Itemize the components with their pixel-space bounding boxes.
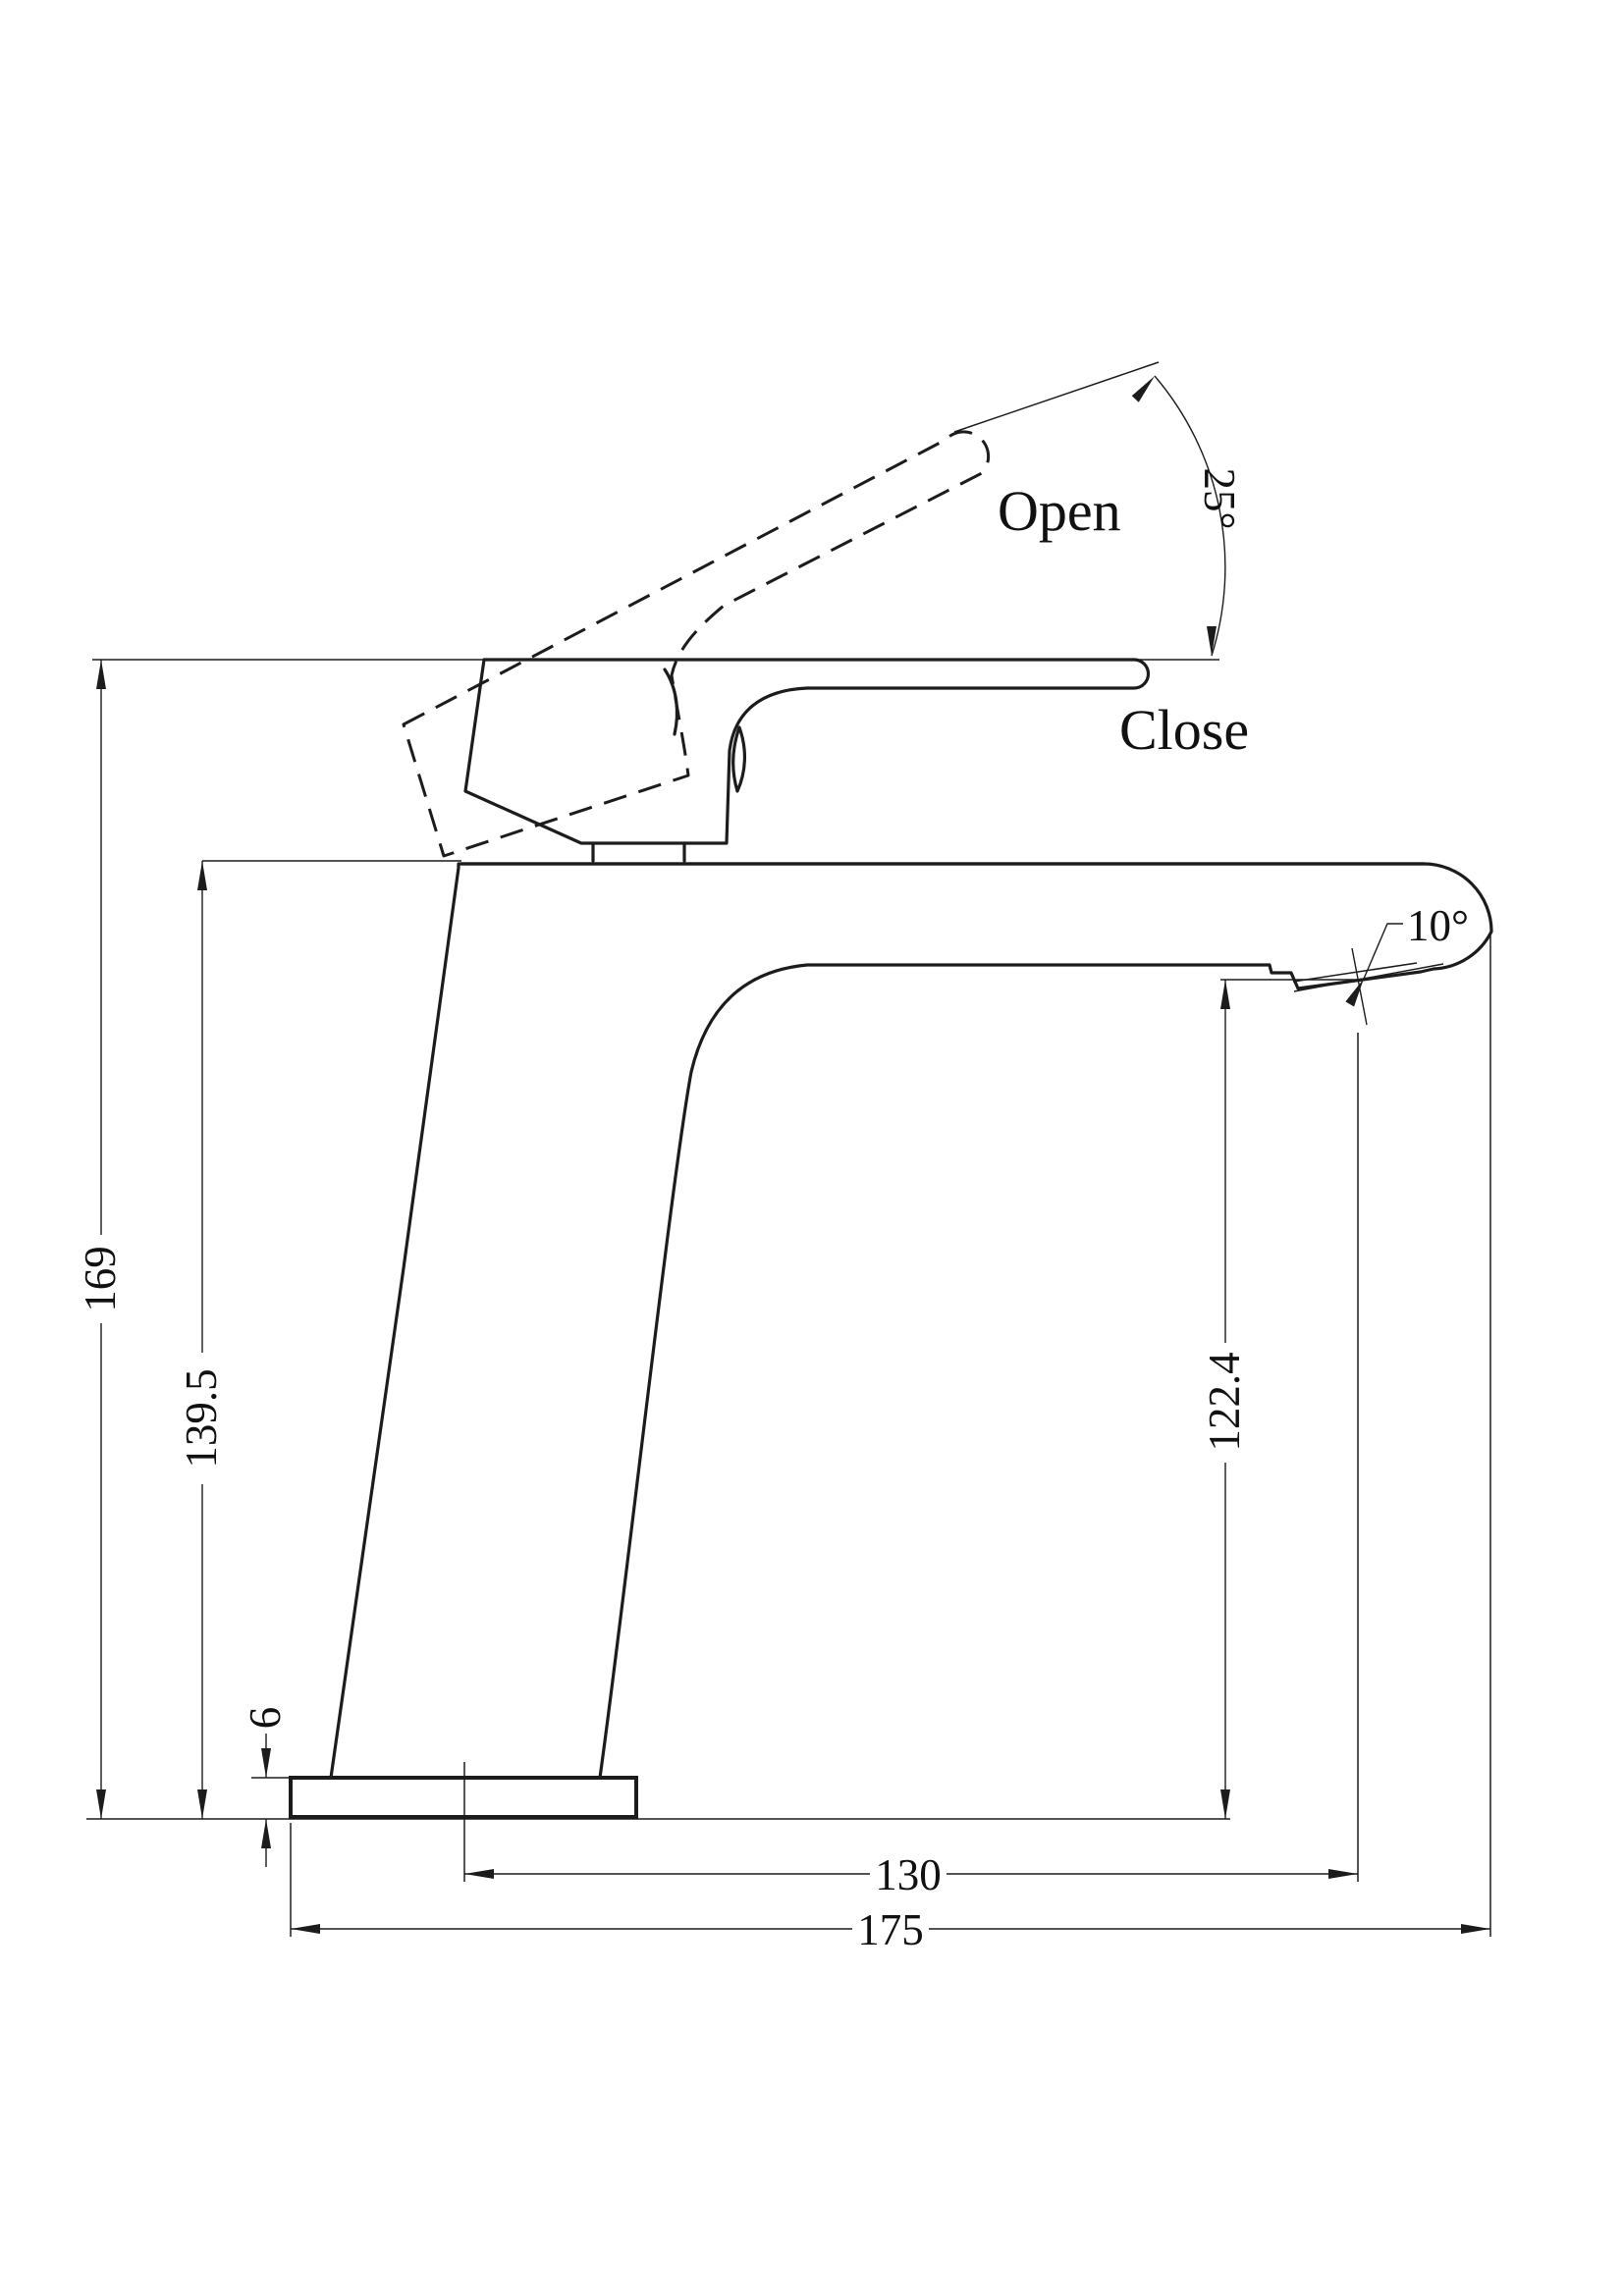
angle-10-value: 10° [1407, 901, 1469, 950]
handle-closed [463, 658, 1151, 845]
angle-dim-25: 25° [1131, 375, 1244, 657]
handle-open [402, 430, 991, 858]
faucet-body [329, 841, 1493, 1780]
outlet-angle-arrow [1345, 979, 1365, 1007]
dim-130-arrow-right [1328, 1869, 1358, 1879]
angle-arc-25 [1154, 375, 1226, 657]
dim-139-5-arrow-bottom [197, 1789, 207, 1819]
dim-130: 130 [464, 1850, 1358, 1899]
dim-6-arrow-down [261, 1748, 271, 1778]
dim-175-value: 175 [857, 1905, 924, 1954]
dim-122-4-value: 122.4 [1200, 1352, 1249, 1451]
outlet-angle-leader [1363, 923, 1403, 980]
aerator-slot-line [1292, 962, 1418, 983]
open-label: Open [998, 479, 1121, 543]
dim-139-5-value: 139.5 [177, 1368, 226, 1468]
dim-139-5-arrow-top [197, 861, 207, 890]
handle-open-outline [402, 430, 991, 858]
dim-139-5: 139.5 [177, 861, 226, 1819]
open-lever-extension-line [953, 361, 1160, 433]
close-label: Close [1119, 698, 1249, 762]
dim-169-arrow-bottom [96, 1789, 106, 1819]
dim-122-4: 122.4 [1200, 980, 1249, 1819]
dim-122-4-arrow-top [1220, 980, 1230, 1009]
dim-6: 6 [241, 1707, 290, 1867]
arc-arrow-bottom [1207, 626, 1217, 656]
handle-front-detail [731, 725, 747, 793]
dim-6-arrow-up [261, 1819, 271, 1848]
angle-dim-10: 10° [1293, 901, 1469, 1026]
body-outline [329, 862, 1493, 1780]
dim-175-arrow-right [1461, 1924, 1490, 1934]
angle-25-value: 25° [1195, 468, 1244, 530]
arc-arrow-top [1131, 376, 1155, 402]
extension-lines [86, 361, 1491, 1937]
dim-175-arrow-left [291, 1924, 320, 1934]
dim-169: 169 [76, 660, 125, 1819]
dim-130-arrow-left [464, 1869, 494, 1879]
dim-6-value: 6 [241, 1707, 290, 1730]
outlet-face-ref-line [1293, 963, 1444, 992]
dim-130-value: 130 [875, 1850, 942, 1899]
dim-175: 175 [291, 1905, 1490, 1954]
dim-169-arrow-top [96, 660, 106, 689]
handle-closed-outline [463, 658, 1151, 845]
dim-169-value: 169 [76, 1246, 125, 1312]
dim-122-4-arrow-bottom [1220, 1789, 1230, 1819]
base-plate [289, 1776, 638, 1819]
